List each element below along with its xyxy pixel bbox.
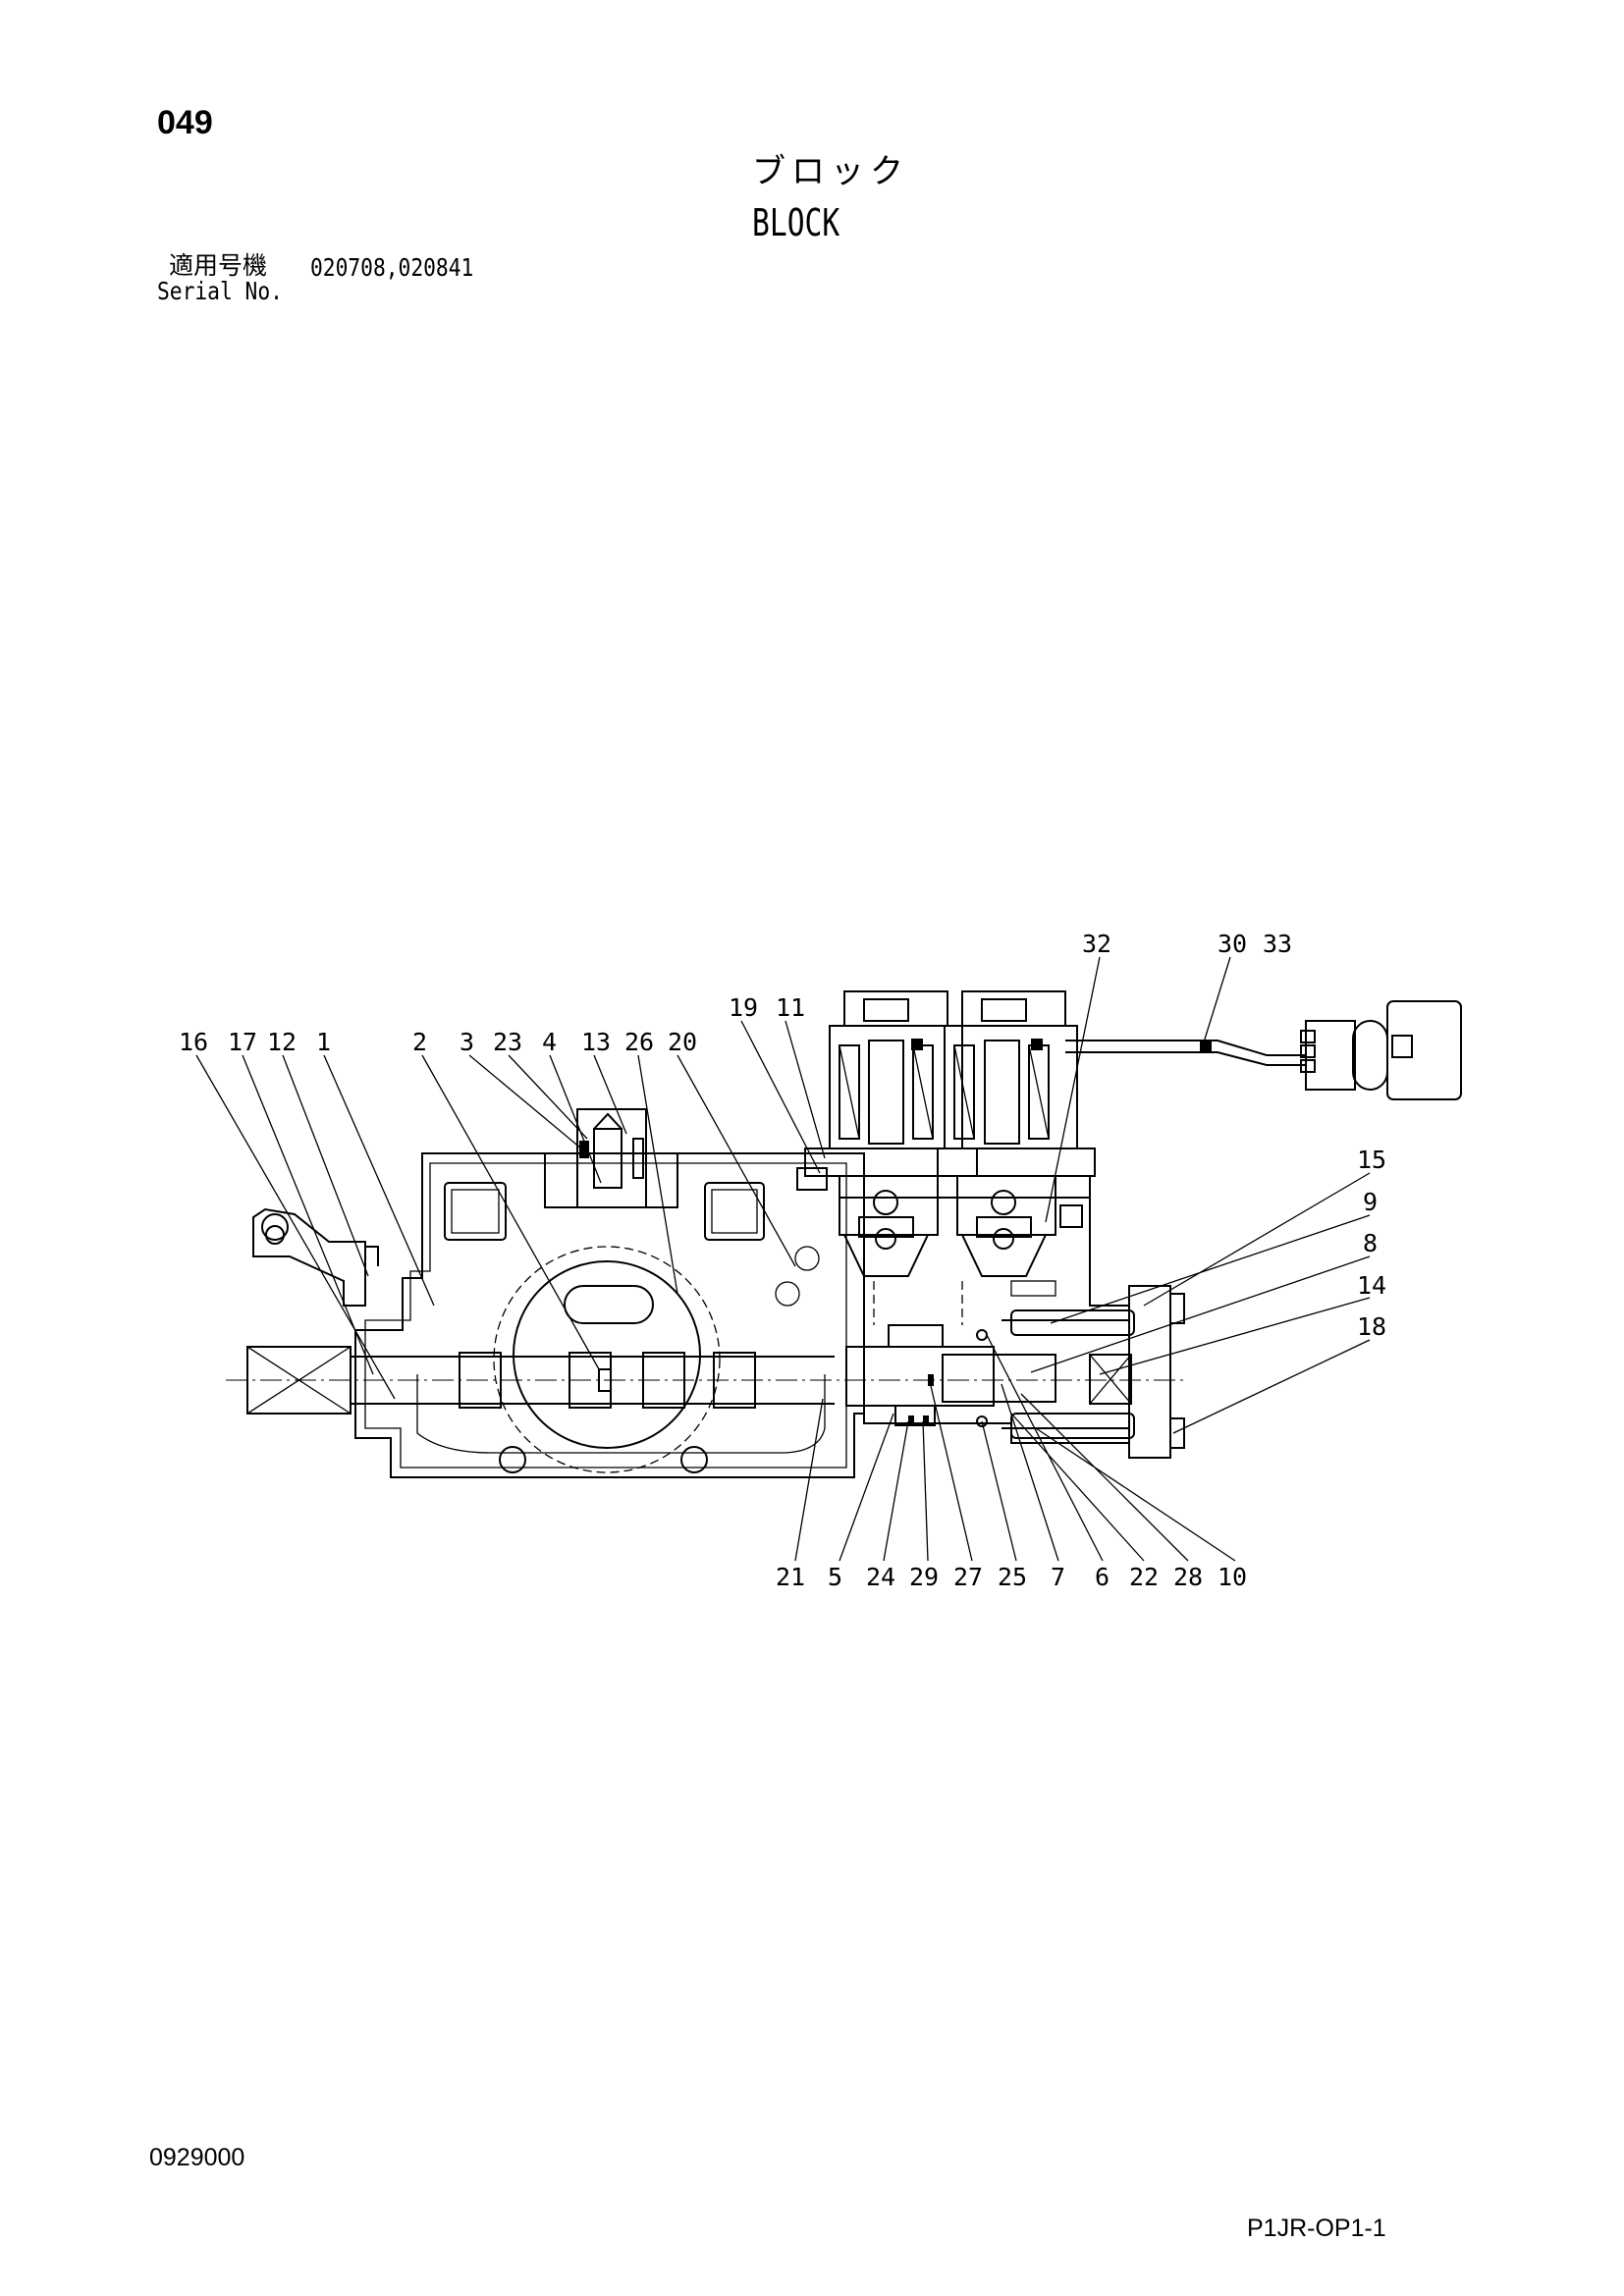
callout-9: 9 bbox=[1363, 1188, 1378, 1216]
callout-14: 14 bbox=[1357, 1271, 1386, 1300]
callout-27: 27 bbox=[953, 1563, 983, 1591]
solenoid-valve-left bbox=[804, 990, 978, 1277]
leader-lines bbox=[195, 956, 1371, 1562]
upper-plunger bbox=[576, 1108, 647, 1208]
callout-33: 33 bbox=[1263, 930, 1292, 958]
callout-13: 13 bbox=[581, 1028, 611, 1056]
callout-7: 7 bbox=[1051, 1563, 1065, 1591]
serial-numbers: 020708,020841 bbox=[310, 253, 474, 282]
valve-base-block bbox=[796, 1167, 1091, 1228]
valve-chamber bbox=[775, 1197, 1185, 1459]
callout-26: 26 bbox=[624, 1028, 654, 1056]
callout-30: 30 bbox=[1218, 930, 1247, 958]
callout-19: 19 bbox=[729, 993, 758, 1022]
lever-arm bbox=[252, 1207, 379, 1307]
block-body bbox=[261, 1152, 865, 1478]
callouts-right: 15 9 8 14 18 bbox=[1357, 1146, 1386, 1341]
page-number: 049 bbox=[157, 104, 213, 141]
callout-4: 4 bbox=[542, 1028, 557, 1056]
serial-label-english: Serial No. bbox=[157, 277, 283, 305]
callout-25: 25 bbox=[998, 1563, 1027, 1591]
callouts-bottom: 21 5 24 29 27 25 7 6 22 28 10 bbox=[776, 1563, 1247, 1591]
callout-6: 6 bbox=[1095, 1563, 1110, 1591]
callout-21: 21 bbox=[776, 1563, 805, 1591]
callout-20: 20 bbox=[668, 1028, 697, 1056]
callout-16: 16 bbox=[179, 1028, 208, 1056]
serial-label-japanese: 適用号機 bbox=[169, 251, 268, 280]
callout-11: 11 bbox=[776, 993, 805, 1022]
callout-18: 18 bbox=[1357, 1312, 1386, 1341]
callout-29: 29 bbox=[909, 1563, 939, 1591]
callout-10: 10 bbox=[1218, 1563, 1247, 1591]
callout-28: 28 bbox=[1173, 1563, 1203, 1591]
callout-3: 3 bbox=[460, 1028, 474, 1056]
callouts-top: 16 17 12 1 2 3 23 4 13 26 20 19 11 32 30… bbox=[179, 930, 1292, 1056]
callout-23: 23 bbox=[493, 1028, 522, 1056]
callout-5: 5 bbox=[828, 1563, 842, 1591]
callout-24: 24 bbox=[866, 1563, 895, 1591]
callout-2: 2 bbox=[412, 1028, 427, 1056]
solenoid-valve-right bbox=[911, 990, 1096, 1277]
title-english: BLOCK bbox=[752, 201, 840, 244]
title-japanese: ブロック bbox=[752, 152, 909, 191]
page-code: P1JR-OP1-1 bbox=[1247, 2215, 1386, 2242]
connector-icon bbox=[1200, 1041, 1212, 1052]
spool-shaft bbox=[226, 1346, 1188, 1415]
callout-8: 8 bbox=[1363, 1229, 1378, 1257]
callout-17: 17 bbox=[228, 1028, 257, 1056]
callout-12: 12 bbox=[267, 1028, 297, 1056]
document-number: 0929000 bbox=[149, 2144, 245, 2171]
callout-1: 1 bbox=[316, 1028, 331, 1056]
callout-15: 15 bbox=[1357, 1146, 1386, 1174]
callout-22: 22 bbox=[1129, 1563, 1159, 1591]
callout-32: 32 bbox=[1082, 930, 1111, 958]
wire-harness bbox=[1065, 1000, 1462, 1100]
